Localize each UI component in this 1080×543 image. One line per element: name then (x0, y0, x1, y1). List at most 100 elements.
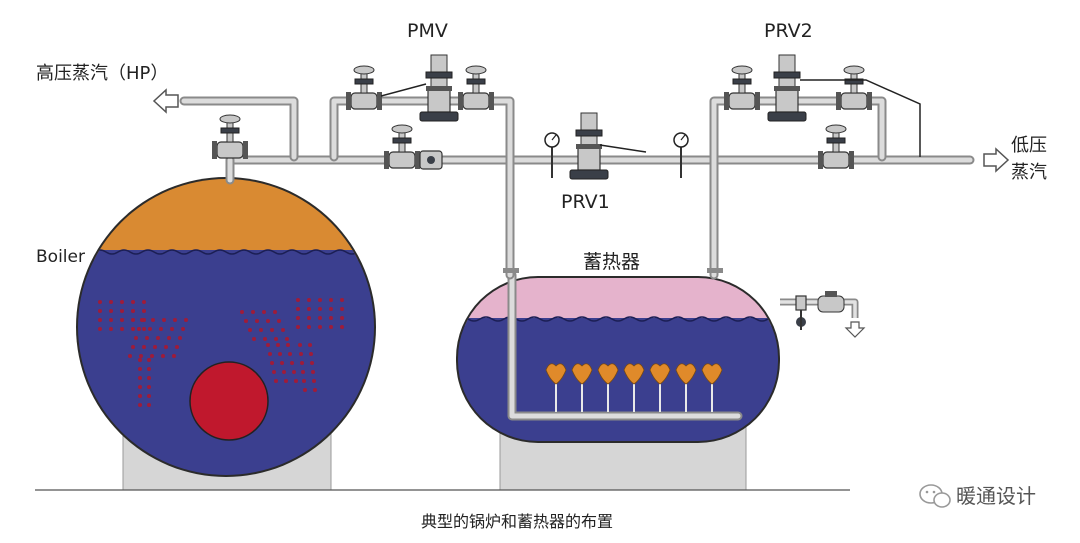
fire-tube-dot (308, 343, 312, 347)
fire-tube-dot (252, 337, 256, 341)
fire-tube-dot (147, 385, 151, 389)
fire-tube-dot (138, 385, 142, 389)
fire-tube-dot (162, 318, 166, 322)
fire-tube-dot (147, 358, 151, 362)
gate-valve (384, 124, 420, 169)
fire-tube-dot (272, 370, 276, 374)
fire-tube-dot (153, 345, 157, 349)
gate-valve (346, 65, 382, 110)
fire-tube-dot (280, 361, 284, 365)
fire-tube-dot (276, 343, 280, 347)
fire-tube-dot (147, 394, 151, 398)
gate-valve (458, 65, 494, 110)
fire-tube-dot (164, 345, 168, 349)
fire-tube-dot (251, 310, 255, 314)
fire-tube-dot (285, 337, 289, 341)
fire-tube-dot (131, 300, 135, 304)
fire-tube-dot (98, 327, 102, 331)
strainer (419, 150, 443, 170)
gate-valve (724, 65, 760, 110)
fire-tube-dot (138, 358, 142, 362)
pipework (179, 96, 975, 318)
fire-tube-dot (270, 328, 274, 332)
steam-nozzle (623, 363, 645, 412)
fire-tube-dot (173, 318, 177, 322)
fire-tube-dot (311, 370, 315, 374)
fire-tube-dot (266, 319, 270, 323)
lp-steam-label-line1: 低压 (1011, 135, 1047, 156)
fire-tube-dot (139, 354, 143, 358)
pmv-valve (419, 54, 459, 122)
fire-tube-dot (120, 300, 124, 304)
fire-tube-dot (161, 354, 165, 358)
fire-tube-dot (277, 319, 281, 323)
fire-tube-dot (307, 325, 311, 329)
fire-tube-dot (307, 316, 311, 320)
fire-tube-dots (98, 298, 344, 407)
prv1-valve (569, 112, 609, 180)
fire-tube-dot (266, 343, 270, 347)
fire-tube-dot (138, 367, 142, 371)
fire-tube-dot (329, 298, 333, 302)
fire-tube-dot (147, 367, 151, 371)
fire-tube-dot (184, 318, 188, 322)
fire-tube-dot (159, 327, 163, 331)
fire-tube-dot (181, 327, 185, 331)
fire-tube-dot (340, 325, 344, 329)
fire-tube-dot (262, 310, 266, 314)
fire-tube-dot (286, 343, 290, 347)
fire-tube-dot (240, 310, 244, 314)
fire-tube-dot (128, 354, 132, 358)
fire-tube-dot (307, 307, 311, 311)
fire-tube-dot (109, 327, 113, 331)
gate-valve (836, 65, 872, 110)
fire-tube-dot (142, 345, 146, 349)
fire-tube-dot (318, 298, 322, 302)
fire-tube-dot (138, 376, 142, 380)
fire-tube-dot (310, 361, 314, 365)
fire-tube-dot (302, 379, 306, 383)
arrow-down-icon (844, 321, 866, 338)
furnace-tube (189, 361, 269, 441)
steam-trap (795, 291, 845, 330)
fire-tube-dot (151, 318, 155, 322)
steam-nozzle (597, 363, 619, 412)
fire-tube-dot (142, 327, 146, 331)
fire-tube-dot (282, 370, 286, 374)
fire-tube-dot (259, 328, 263, 332)
fire-tube-dot (296, 325, 300, 329)
valves (212, 65, 872, 170)
fire-tube-dot (120, 327, 124, 331)
prv1-label: PRV1 (561, 191, 610, 213)
steam-nozzle (545, 363, 567, 412)
steam-nozzle (675, 363, 697, 412)
fire-tube-dot (134, 336, 138, 340)
steam-nozzle (701, 363, 723, 412)
fire-tube-dot (278, 352, 282, 356)
fire-tube-dot (248, 328, 252, 332)
fire-tube-dot (131, 345, 135, 349)
hp-steam-label: 高压蒸汽（HP） (36, 63, 168, 84)
fire-tube-dot (318, 307, 322, 311)
fire-tube-dot (309, 352, 313, 356)
arrow-left-icon (152, 88, 179, 114)
fire-tube-dot (296, 316, 300, 320)
prv1-sensing-line (599, 144, 647, 153)
fire-tube-dot (288, 352, 292, 356)
fire-tube-dot (274, 337, 278, 341)
boiler (76, 177, 376, 477)
fire-tube-dot (329, 325, 333, 329)
boiler-label: Boiler (36, 247, 85, 267)
fire-tube-dot (131, 309, 135, 313)
pmv-sensing-line (380, 83, 427, 97)
prv2-sensing-line (800, 79, 921, 157)
fire-tube-dot (156, 336, 160, 340)
fire-tube-dot (109, 318, 113, 322)
fire-tube-dot (148, 327, 152, 331)
fire-tube-dot (313, 388, 317, 392)
accumulator-label: 蓄热器 (583, 251, 640, 273)
pmv-label: PMV (407, 20, 448, 42)
prv2-valve (767, 54, 807, 122)
fire-tube-dot (301, 370, 305, 374)
